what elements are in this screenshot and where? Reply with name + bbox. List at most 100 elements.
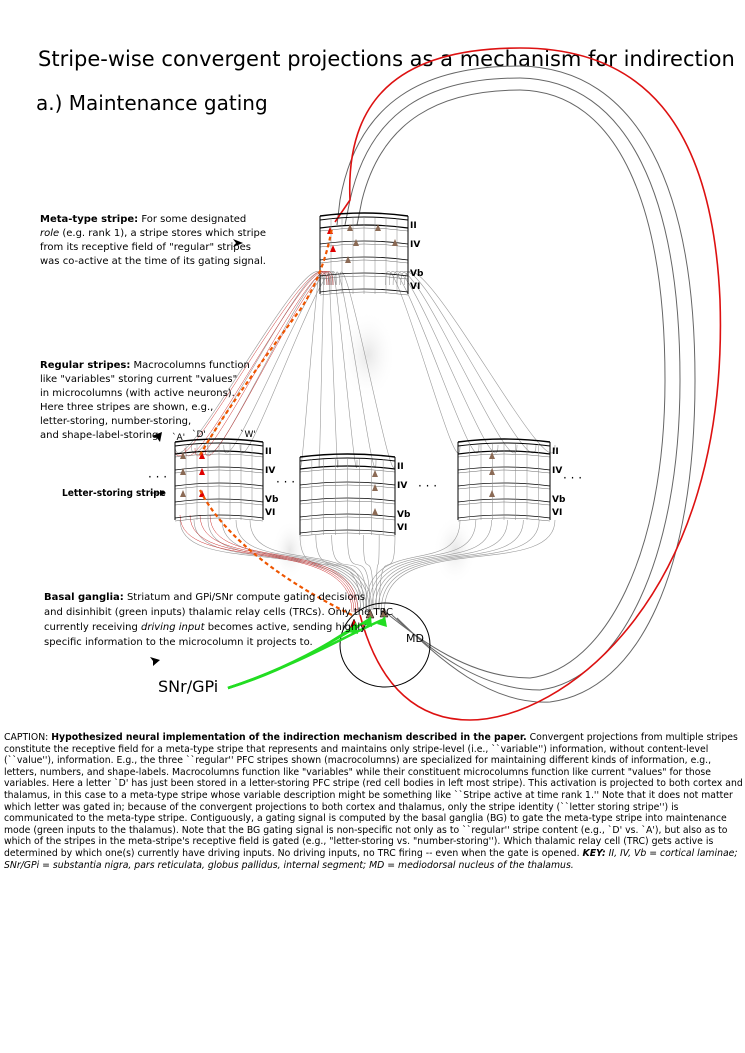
- cell-body: [345, 256, 351, 263]
- projection-line: [174, 271, 324, 454]
- meta-line: For some designated: [138, 214, 246, 225]
- projection-line: [193, 519, 362, 611]
- layer-label-vi: VI: [552, 508, 562, 518]
- layer-label-vb: Vb: [265, 495, 279, 505]
- meta-role: role: [40, 228, 59, 239]
- letter-stripe-label: Letter-storing stripe: [62, 488, 166, 499]
- bg-annotation: Basal ganglia: Striatum and GPi/SNr comp…: [44, 592, 393, 648]
- projection-line: [335, 272, 377, 468]
- projection-line: [299, 534, 361, 611]
- regular-line: letter-storing, number-storing,: [40, 416, 191, 427]
- stripe-edge: [319, 216, 409, 221]
- projection-line: [299, 272, 321, 468]
- stripe-top: [299, 453, 396, 458]
- layer-label-vb: Vb: [397, 510, 411, 520]
- projection-line: [331, 534, 368, 611]
- regular-line: Here three stripes are shown, e.g.,: [40, 402, 213, 413]
- stripe-value-d: `D': [192, 429, 206, 440]
- cell-body: [372, 470, 378, 477]
- stripe-top: [174, 438, 264, 443]
- projection-line: [365, 519, 461, 611]
- caption-key-text: II, IV, Vb = cortical laminae; SNr/GPi =…: [4, 847, 738, 871]
- projection-line: [389, 271, 480, 454]
- regular-line: Macrocolumns function: [130, 360, 250, 371]
- indirection-diagram: Stripe-wise convergent projections as a …: [36, 47, 735, 721]
- projection-line: [396, 271, 518, 454]
- projection-line: [374, 519, 508, 611]
- caption: CAPTION: Hypothesized neural implementat…: [4, 732, 744, 871]
- active-cell: [199, 468, 205, 475]
- svg-text:Basal ganglia: Striatum and GP: Basal ganglia: Striatum and GPi/SNr comp…: [44, 592, 365, 603]
- pointer-arrow: [152, 432, 162, 442]
- snr-gpi-label: SNr/GPi: [158, 677, 218, 696]
- pointer-arrow: [233, 239, 243, 247]
- meta-head: Meta-type stripe:: [40, 214, 138, 225]
- projection-line: [377, 519, 524, 611]
- layer-label-iv: IV: [552, 466, 562, 476]
- cell-body: [392, 239, 398, 246]
- layer-label-vb: Vb: [410, 269, 424, 279]
- projection-line: [184, 271, 330, 457]
- projection-line: [179, 519, 359, 611]
- bg-line: specific information to the microcolumn …: [44, 637, 313, 648]
- cell-body: [180, 490, 186, 497]
- projection-line: [221, 519, 367, 611]
- projection-line: [318, 272, 325, 468]
- projection-line: [381, 519, 540, 611]
- meta-line: was co-active at the time of its gating …: [40, 256, 266, 267]
- projection-line: [327, 272, 339, 468]
- meta-line: (e.g. rank 1), a stripe stores which str…: [59, 228, 266, 239]
- layer-label-vi: VI: [410, 282, 420, 292]
- panel-subtitle: a.) Maintenance gating: [36, 91, 268, 115]
- svg-text:currently receiving driving in: currently receiving driving input become…: [44, 622, 366, 633]
- ellipsis: · · ·: [418, 479, 437, 493]
- stripe-edge: [457, 442, 551, 447]
- bg-line: becomes active, sending highly: [205, 622, 367, 633]
- projection-line: [235, 519, 370, 611]
- cell-body: [375, 224, 381, 231]
- layer-label-ii: II: [552, 447, 559, 457]
- layer-label-iv: IV: [410, 240, 420, 250]
- cell-body: [372, 484, 378, 491]
- ellipsis: · · ·: [148, 470, 167, 484]
- bg-head: Basal ganglia:: [44, 592, 124, 603]
- layer-label-ii: II: [397, 462, 404, 472]
- cell-body: [180, 452, 186, 459]
- caption-label: CAPTION:: [4, 732, 52, 743]
- glow-shape: [272, 520, 308, 580]
- meta-line: from its receptive field of "regular" st…: [40, 242, 251, 253]
- active-pathway: [199, 227, 353, 616]
- ellipsis: · · ·: [276, 475, 295, 489]
- layer-label-vi: VI: [397, 523, 407, 533]
- regular-annotation: Regular stripes: Macrocolumns function l…: [40, 360, 250, 441]
- projection-line: [404, 271, 556, 454]
- bg-driving: driving input: [141, 622, 206, 633]
- active-cell: [199, 452, 205, 459]
- thalamocortical-loop: [334, 47, 722, 721]
- regular-head: Regular stripes:: [40, 360, 130, 371]
- projection-line: [239, 271, 337, 454]
- layer-label-ii: II: [265, 447, 272, 457]
- bg-line: Striatum and GPi/SNr compute gating deci…: [124, 592, 365, 603]
- cell-body: [489, 490, 495, 497]
- projection-line: [315, 534, 364, 611]
- projection-line: [249, 519, 373, 611]
- regular-line: and shape-label-storing.: [40, 430, 162, 441]
- caption-bold: Hypothesized neural implementation of th…: [51, 732, 527, 743]
- layer-label-iv: IV: [265, 466, 275, 476]
- glow-shape: [340, 310, 396, 400]
- pointer-arrow: [150, 657, 160, 666]
- projection-line: [209, 514, 359, 613]
- cell-body: [372, 508, 378, 515]
- projection-line: [400, 271, 537, 454]
- meta-annotation: Meta-type stripe: For some designated ro…: [40, 214, 266, 267]
- bg-line: currently receiving: [44, 622, 141, 633]
- regular-line: in microcolumns (with active neurons).: [40, 388, 235, 399]
- cell-body: [353, 239, 359, 246]
- caption-body: Convergent projections from multiple str…: [4, 732, 743, 859]
- page-title: Stripe-wise convergent projections as a …: [38, 47, 735, 71]
- cell-body: [347, 224, 353, 231]
